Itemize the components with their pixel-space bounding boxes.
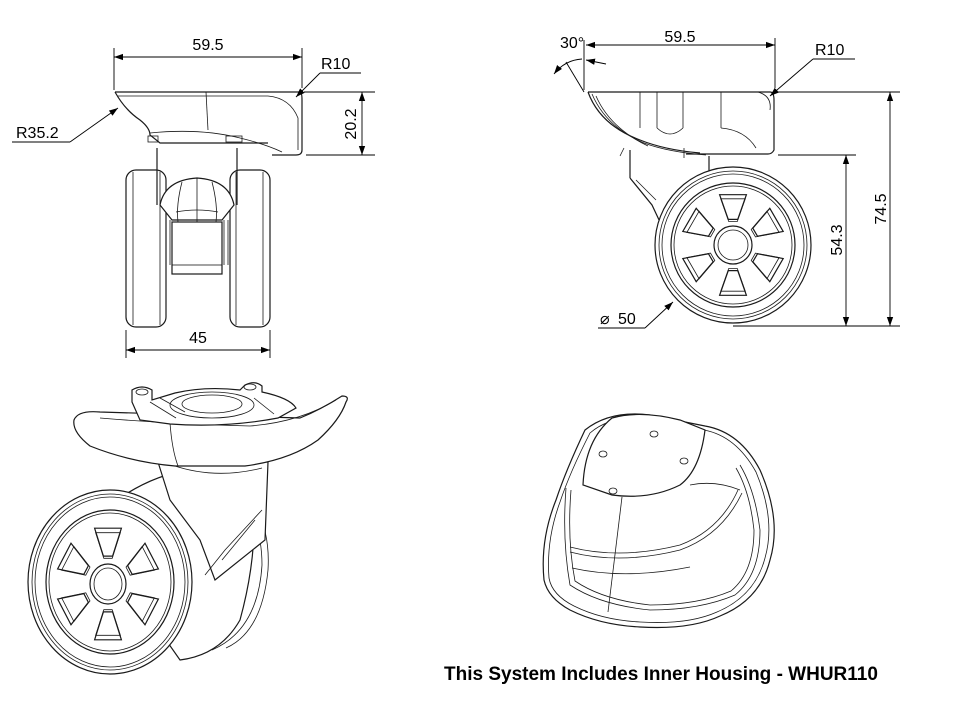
iso-front-wheel — [27, 489, 193, 675]
front-plate-height-label: 20.2 — [343, 108, 360, 139]
front-dim-r10: R10 — [295, 56, 361, 98]
side-wheel — [654, 166, 812, 324]
side-r10-label: R10 — [815, 42, 844, 59]
front-view: 59.5 R10 R35.2 20.2 45 — [12, 37, 375, 358]
front-top-plate — [114, 91, 303, 156]
spoke-window-inner — [61, 545, 91, 576]
side-diameter-label: 50 — [618, 311, 636, 328]
side-top-plate — [587, 91, 775, 158]
front-wheel-span-label: 45 — [189, 330, 207, 347]
side-dim-angle: 30° — [553, 35, 607, 93]
spoke-window-inner — [686, 252, 716, 280]
spoke-window-inner — [125, 592, 155, 623]
side-dim-top-width: 59.5 — [583, 29, 776, 90]
front-right-wheel — [229, 169, 271, 328]
front-fork — [159, 177, 235, 275]
side-dim-r10: R10 — [769, 42, 855, 97]
side-dim-axle-height: 54.3 — [778, 154, 856, 326]
front-dim-r35: R35.2 — [12, 107, 119, 143]
side-dim-diameter: ⌀ 50 — [598, 301, 674, 329]
front-stem — [156, 148, 238, 205]
spoke-window-inner — [686, 210, 716, 238]
spoke-window-inner — [750, 210, 780, 238]
front-dim-plate-height: 20.2 — [304, 91, 375, 156]
side-wheel-spokes — [681, 194, 785, 296]
side-dim-total-height: 74.5 — [733, 91, 900, 327]
iso-wheel-spokes — [56, 527, 160, 641]
side-diameter-symbol: ⌀ — [600, 311, 610, 328]
spoke-window-inner — [95, 532, 121, 559]
side-top-width-label: 59.5 — [664, 29, 695, 46]
isometric-caster-view — [27, 382, 348, 675]
front-left-wheel — [125, 169, 167, 328]
side-view: 59.5 30° R10 74.5 54.3 ⌀ 50 — [553, 29, 900, 329]
front-r35-label: R35.2 — [16, 125, 59, 142]
spoke-window-inner — [61, 592, 91, 623]
spoke-window-inner — [720, 198, 746, 222]
side-fork — [629, 150, 710, 223]
spoke-window-inner — [95, 609, 121, 636]
spoke-window-inner — [125, 545, 155, 576]
inner-housing-view — [542, 413, 775, 629]
front-dim-top-width: 59.5 — [113, 37, 303, 90]
side-angle-label: 30° — [560, 35, 584, 52]
caption: This System Includes Inner Housing - WHU… — [444, 664, 878, 685]
spoke-window-inner — [720, 268, 746, 292]
front-dim-wheel-span: 45 — [125, 330, 271, 358]
front-r10-label: R10 — [321, 56, 350, 73]
side-total-height-label: 74.5 — [873, 193, 890, 224]
front-top-width-label: 59.5 — [192, 37, 223, 54]
side-axle-height-label: 54.3 — [829, 224, 846, 255]
spoke-window-inner — [750, 252, 780, 280]
